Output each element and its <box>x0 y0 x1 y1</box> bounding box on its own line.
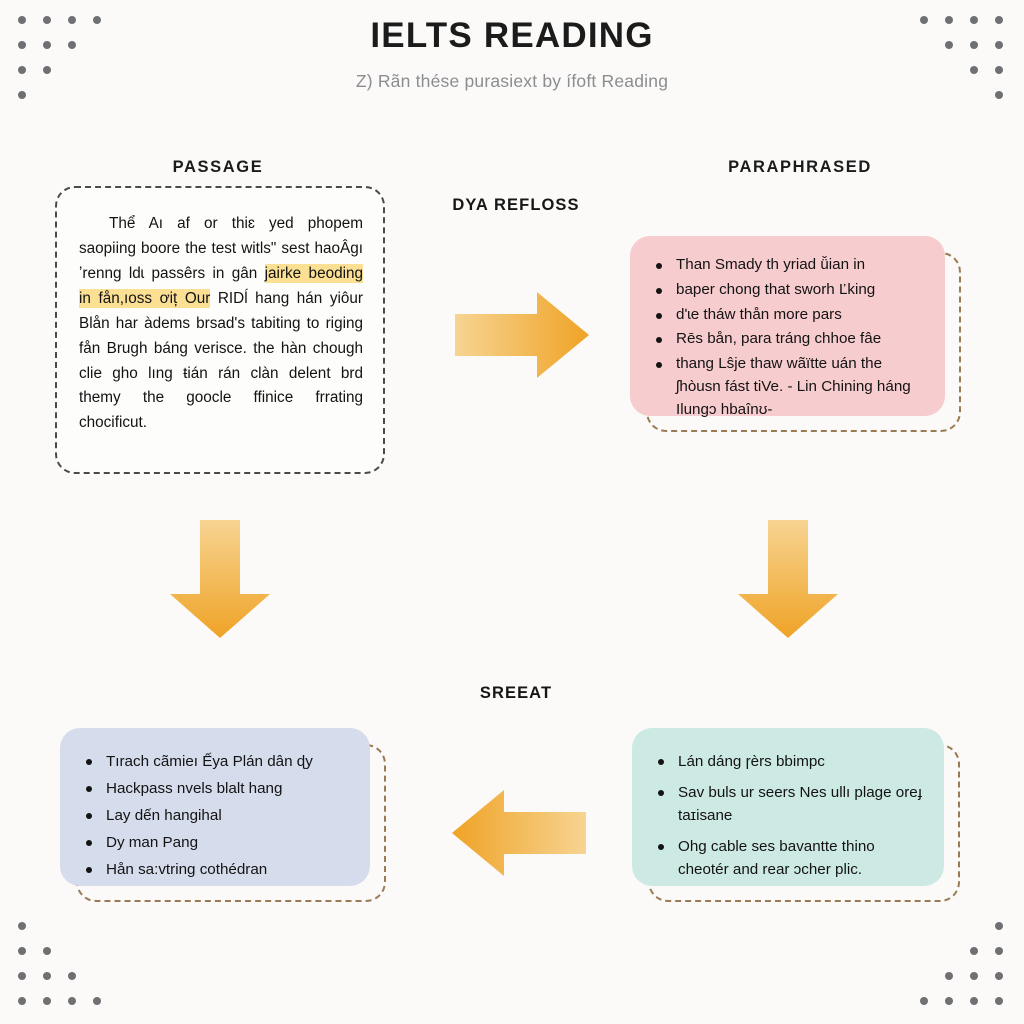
arrow-left-icon <box>452 790 586 876</box>
list-item: Sav buls ur seers Nes ullı plage oreɟ ta… <box>654 781 928 827</box>
list-item: Lán dáng ɼèrs bbimpc <box>654 750 928 773</box>
list-item: Lay dến hangihal <box>82 804 354 827</box>
passage-text-before: Thể Aı af or thiɛ yed phopem saopiing bo… <box>79 215 363 282</box>
synonyms-card: Lán dáng ɼèrs bbimpc Sav buls ur seers N… <box>632 728 944 886</box>
step-label-identify: DYA REFLOSS <box>452 196 580 214</box>
heading-paraphrased: PARAPHRASED <box>728 158 872 176</box>
page-title: IELTS READING <box>370 16 654 55</box>
list-item: baper chong that sworh Ľking <box>652 279 927 302</box>
arrow-right-icon <box>455 292 589 378</box>
list-item: Rēs bån, para tráng chhoe fâe <box>652 328 927 351</box>
list-item: Than Smady th yriad ǚian in <box>652 254 927 277</box>
list-item: dʹɩe tháw thån more pars <box>652 304 927 327</box>
corner-dots-bottom-left <box>18 922 104 1008</box>
synonyms-bullet-list: Lán dáng ɼèrs bbimpc Sav buls ur seers N… <box>654 750 928 881</box>
passage-text-after: RIDĺ hang hán yiôur Blån har àdems brsad… <box>79 289 364 432</box>
passage-card: Thể Aı af or thiɛ yed phopem saopiing bo… <box>55 186 385 474</box>
step-label-repeat: SREEAT <box>479 684 553 702</box>
page-subtitle: Z) Rãn thése purasiext by ífoft Reading <box>355 71 669 91</box>
list-item: Dy man Pang <box>82 831 354 854</box>
list-item: Tırach cãmieı Ếya Plán dân ɖy <box>82 750 354 773</box>
passage-text: Thể Aı af or thiɛ yed phopem saopiing bo… <box>79 212 363 436</box>
page-header: IELTS READING Z) Rãn thése purasiext by … <box>0 16 1024 92</box>
arrow-down-icon <box>738 520 838 638</box>
list-item: Hackpass nvels blalt hang <box>82 777 354 800</box>
heading-passage: PASSAGE <box>172 158 264 176</box>
practice-bullet-list: Tırach cãmieı Ếya Plán dân ɖy Hackpass n… <box>82 750 354 881</box>
list-item: Hån sa:vtring cothédran <box>82 858 354 881</box>
arrow-down-icon <box>170 520 270 638</box>
practice-card: Tırach cãmieı Ếya Plán dân ɖy Hackpass n… <box>60 728 370 886</box>
corner-dots-bottom-right <box>920 922 1006 1008</box>
paraphrased-bullet-list: Than Smady th yriad ǚian in baper chong … <box>652 254 927 422</box>
list-item: Ohg cable ses bavantte thino cheotér and… <box>654 835 928 881</box>
paraphrased-card: Than Smady th yriad ǚian in baper chong … <box>630 236 945 418</box>
list-item: thang Lŝje thaw wãïtte uán the ʃhòusn fá… <box>652 353 927 421</box>
